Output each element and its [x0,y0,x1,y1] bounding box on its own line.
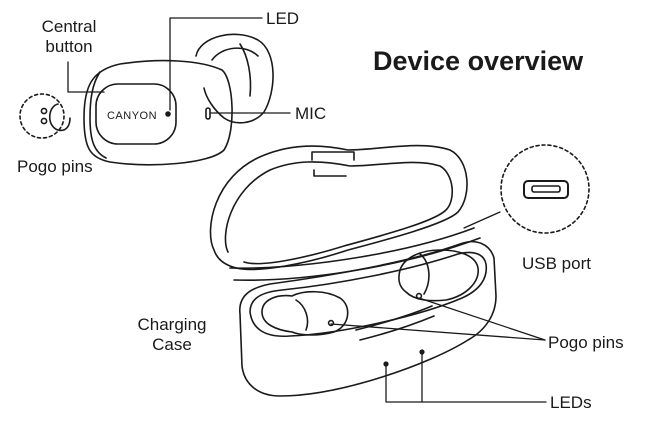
label-usb-port: USB port [522,254,591,273]
case-leader-lines [330,211,547,403]
earbud-central-button [95,83,177,145]
label-charging-case: Charging Case [128,315,216,355]
earbud-illustration [83,33,274,166]
label-leds: LEDs [550,393,592,412]
label-central-button: Central button [30,17,108,57]
label-mic: MIC [295,104,327,123]
earbud-mic-slot [205,107,211,120]
earbud-body [83,59,233,166]
page-title: Device overview [373,46,584,76]
earbud-led-dot [165,111,171,117]
earbud-pogo-inset [19,93,71,139]
label-central-button-line1: Central [41,17,97,36]
label-central-button-line2: button [45,37,93,56]
usb-port-inset [500,144,590,234]
label-pogo-pins-case: Pogo pins [548,333,624,352]
case-led-1 [383,361,389,367]
earbud-leader-lines [67,17,291,114]
charging-case-illustration [209,144,497,397]
case-left-cavity [261,290,349,336]
case-right-cavity [398,249,479,302]
label-pogo-pins-earbud: Pogo pins [17,157,93,176]
canyon-logo: CANYON [107,110,157,122]
case-base [239,240,497,397]
label-led: LED [266,9,300,28]
case-led-2 [419,349,425,355]
label-charging-case-line2: Case [152,335,192,354]
case-lid [209,144,468,271]
label-charging-case-line1: Charging [137,315,207,334]
